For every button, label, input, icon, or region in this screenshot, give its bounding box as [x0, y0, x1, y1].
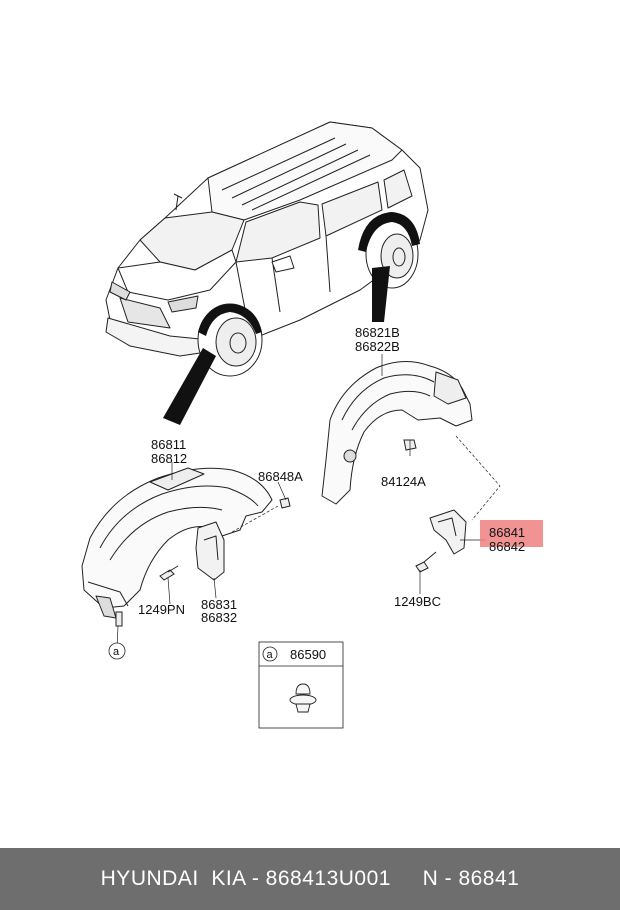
part-labels: 86811 86812 86821B 86822B 86848A 84124A …	[138, 325, 525, 625]
label-rear-liner-2: 86822B	[355, 339, 400, 354]
label-rear-liner-1: 86821B	[355, 325, 400, 340]
legend-box: a 86590	[258, 641, 344, 729]
label-mudguard-rear-2: 86842	[489, 539, 525, 554]
footer-part-info: HYUNDAI KIA - 868413U001 N - 86841	[100, 867, 520, 890]
label-screw-front: 1249PN	[138, 602, 185, 617]
front-mudguard	[195, 521, 225, 581]
label-clip-front: 86848A	[258, 469, 303, 484]
rear-wheel-liner	[321, 361, 473, 505]
label-nut-rear: 84124A	[381, 474, 426, 489]
front-wheel-liner	[81, 467, 273, 619]
label-mudguard-front-2: 86832	[201, 610, 237, 625]
callout-a: a	[108, 642, 126, 660]
label-mudguard-rear-1: 86841	[489, 525, 525, 540]
highlight-box	[480, 520, 543, 547]
legend-letter: a	[267, 649, 274, 661]
car-illustration	[105, 121, 429, 377]
footer-bar: HYUNDAI KIA - 868413U001 N - 86841	[0, 848, 620, 910]
rear-mudguard	[429, 509, 467, 555]
label-front-liner-2: 86812	[151, 451, 187, 466]
label-screw-rear: 1249BC	[394, 594, 441, 609]
callout-a-letter: a	[113, 646, 120, 658]
push-clip-icon	[289, 683, 317, 713]
label-mudguard-front-1: 86831	[201, 597, 237, 612]
label-front-liner-1: 86811	[151, 437, 186, 452]
parts-diagram: 86811 86812 86821B 86822B 86848A 84124A …	[81, 121, 543, 729]
car-wheel-liners	[198, 212, 420, 336]
leader-arrows	[163, 266, 390, 425]
legend-part-number: 86590	[290, 647, 326, 662]
